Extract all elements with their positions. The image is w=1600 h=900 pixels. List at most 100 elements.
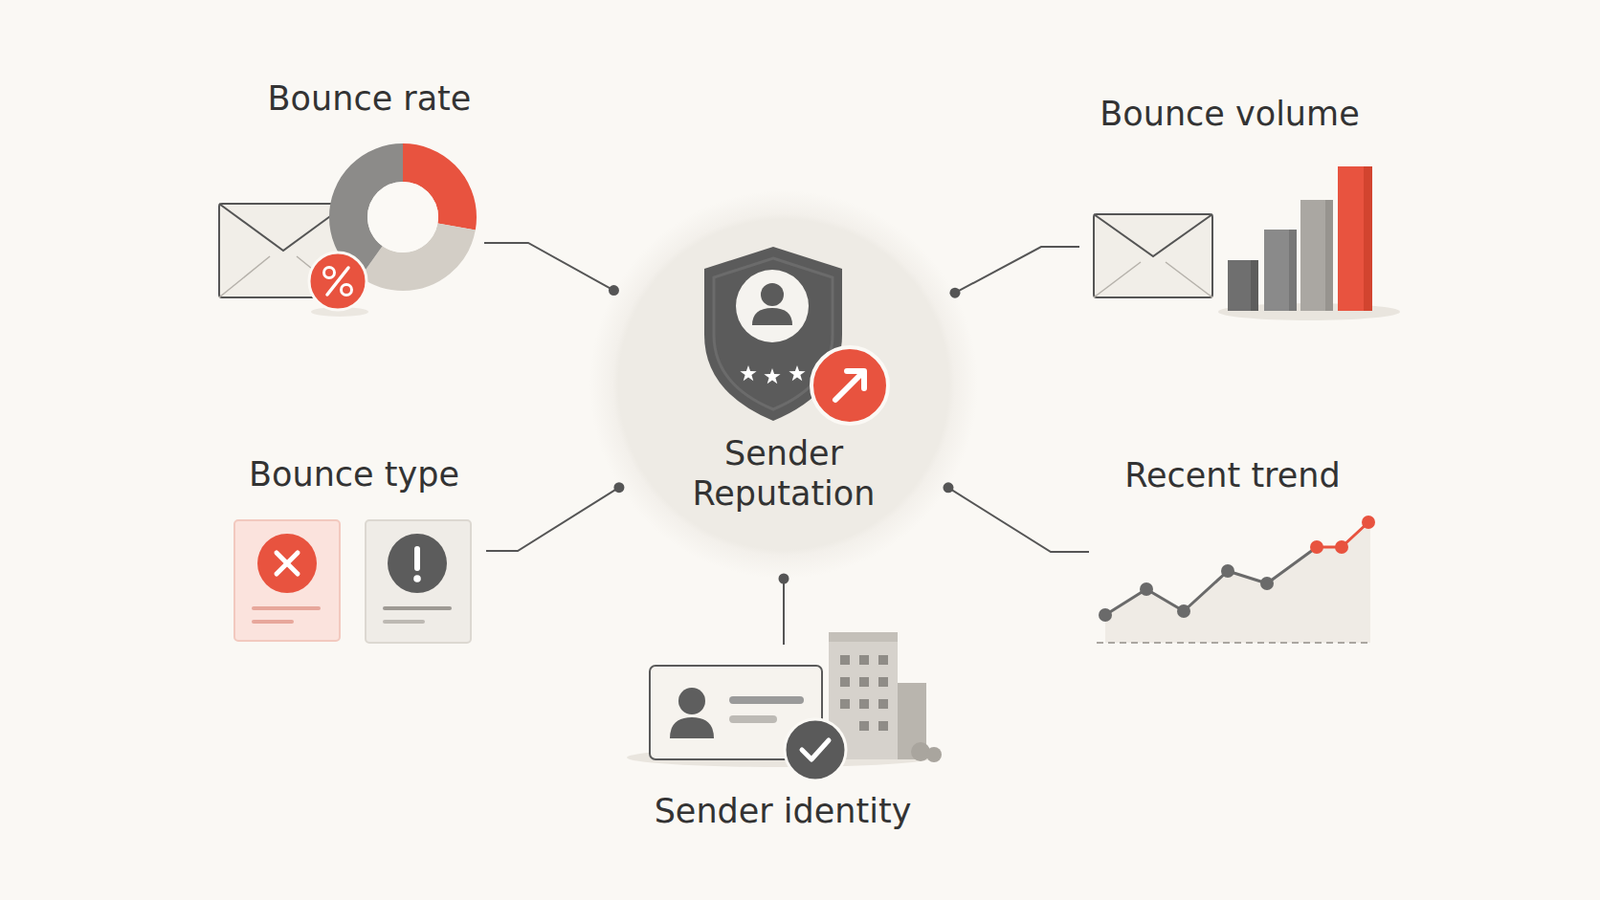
window: [878, 677, 889, 688]
card-line: [384, 620, 423, 624]
window: [878, 655, 889, 666]
donut-hole: [367, 181, 439, 253]
percent-badge: [309, 252, 367, 311]
trend-point: [1310, 540, 1324, 555]
connector-line: [948, 488, 1089, 553]
volume-bar: [1227, 260, 1259, 312]
topic-label: Bounce rate: [216, 78, 523, 119]
window: [878, 699, 889, 710]
trend-point: [1177, 604, 1191, 619]
error-icon: [257, 533, 317, 594]
leader-connector: [778, 574, 790, 646]
percent-symbol: [324, 267, 335, 279]
bounce-volume-illustration: [1093, 166, 1400, 321]
warning-icon: [387, 533, 447, 594]
bar-side: [1363, 166, 1373, 312]
envelope-flap: [1093, 214, 1213, 257]
window: [840, 699, 850, 710]
topic-label: Bounce type: [210, 454, 498, 495]
topic-label: Recent trend: [1084, 455, 1381, 496]
percent-symbol: [341, 285, 353, 296]
envelope-body: [1093, 214, 1213, 298]
recent-trend-illustration: [1096, 515, 1376, 644]
bar-side: [1288, 229, 1297, 312]
envelope-fold: [1093, 262, 1141, 298]
window: [840, 677, 850, 688]
card-line: [253, 606, 319, 611]
percent-symbol: [327, 267, 349, 295]
card-line: [253, 620, 292, 624]
connector-line: [782, 578, 785, 645]
ground-shadow: [626, 748, 934, 768]
donut-segment: [348, 162, 458, 272]
soft-bounce-card: [365, 520, 471, 644]
trend-point: [1221, 564, 1235, 578]
connector-line: [955, 246, 1080, 293]
window: [840, 655, 850, 666]
building: [828, 632, 898, 760]
badge-shadow: [311, 307, 369, 317]
topic-group: Bounce volume: [1079, 81, 1398, 326]
id-photo-body: [669, 717, 714, 739]
trend-point: [1260, 577, 1274, 591]
leader-connector: [949, 246, 1080, 299]
building-roof: [828, 632, 898, 643]
verified-check: [801, 740, 829, 760]
topic-group: Recent trend: [1088, 444, 1388, 661]
leader-connector: [942, 482, 1089, 553]
warning-mark: [413, 575, 422, 583]
warning-mark: [414, 549, 421, 569]
sender-identity-illustration: [626, 632, 942, 781]
trend-point: [1139, 582, 1154, 597]
topic-label: Bounce volume: [1071, 93, 1388, 134]
envelope-fold: [219, 256, 270, 298]
envelope-body: [219, 203, 348, 298]
baseline: [1096, 642, 1371, 645]
bush: [911, 742, 931, 762]
trend-line-highlight: [1316, 522, 1369, 548]
hard-bounce-card: [234, 520, 340, 642]
trend-line: [1105, 547, 1317, 616]
verified-badge: [784, 719, 846, 781]
connector-line: [486, 488, 620, 552]
donut-segment: [348, 162, 458, 272]
topic-label: Sender identity: [624, 791, 941, 832]
leader-connector: [484, 243, 620, 296]
window: [859, 677, 869, 688]
window: [859, 655, 869, 666]
error-cross: [276, 553, 298, 575]
bounce-type-illustration: [234, 520, 471, 644]
bar-shadow: [1218, 303, 1400, 321]
id-line: [729, 696, 804, 705]
error-cross: [276, 553, 298, 575]
annex-building: [897, 683, 927, 760]
bar-side: [1250, 260, 1259, 312]
envelope-flap: [219, 203, 348, 251]
topic-group: Sender identity: [631, 644, 957, 843]
bush: [926, 747, 942, 763]
trend-area: [1105, 522, 1371, 644]
id-photo-head: [678, 688, 706, 715]
hub-circle: Sender Reputation: [589, 190, 978, 579]
trend-point: [1361, 515, 1376, 530]
window: [878, 721, 889, 732]
window: [859, 721, 869, 732]
topic-group: Bounce type: [224, 444, 487, 656]
bar-side: [1325, 200, 1334, 312]
volume-bar: [1264, 229, 1297, 312]
card-line: [384, 606, 450, 611]
trend-point: [1334, 540, 1349, 555]
connector-line: [484, 243, 614, 291]
volume-bar: [1337, 166, 1373, 312]
id-line: [729, 715, 778, 724]
window: [859, 699, 869, 710]
donut-segment: [348, 162, 458, 272]
bounce-rate-illustration: [219, 162, 458, 317]
envelope-fold: [1165, 262, 1213, 298]
trend-point: [1098, 608, 1112, 623]
envelope-fold: [296, 256, 348, 298]
volume-bar: [1300, 200, 1334, 312]
id-card: [649, 666, 823, 760]
hub-label: Sender Reputation: [668, 433, 899, 514]
